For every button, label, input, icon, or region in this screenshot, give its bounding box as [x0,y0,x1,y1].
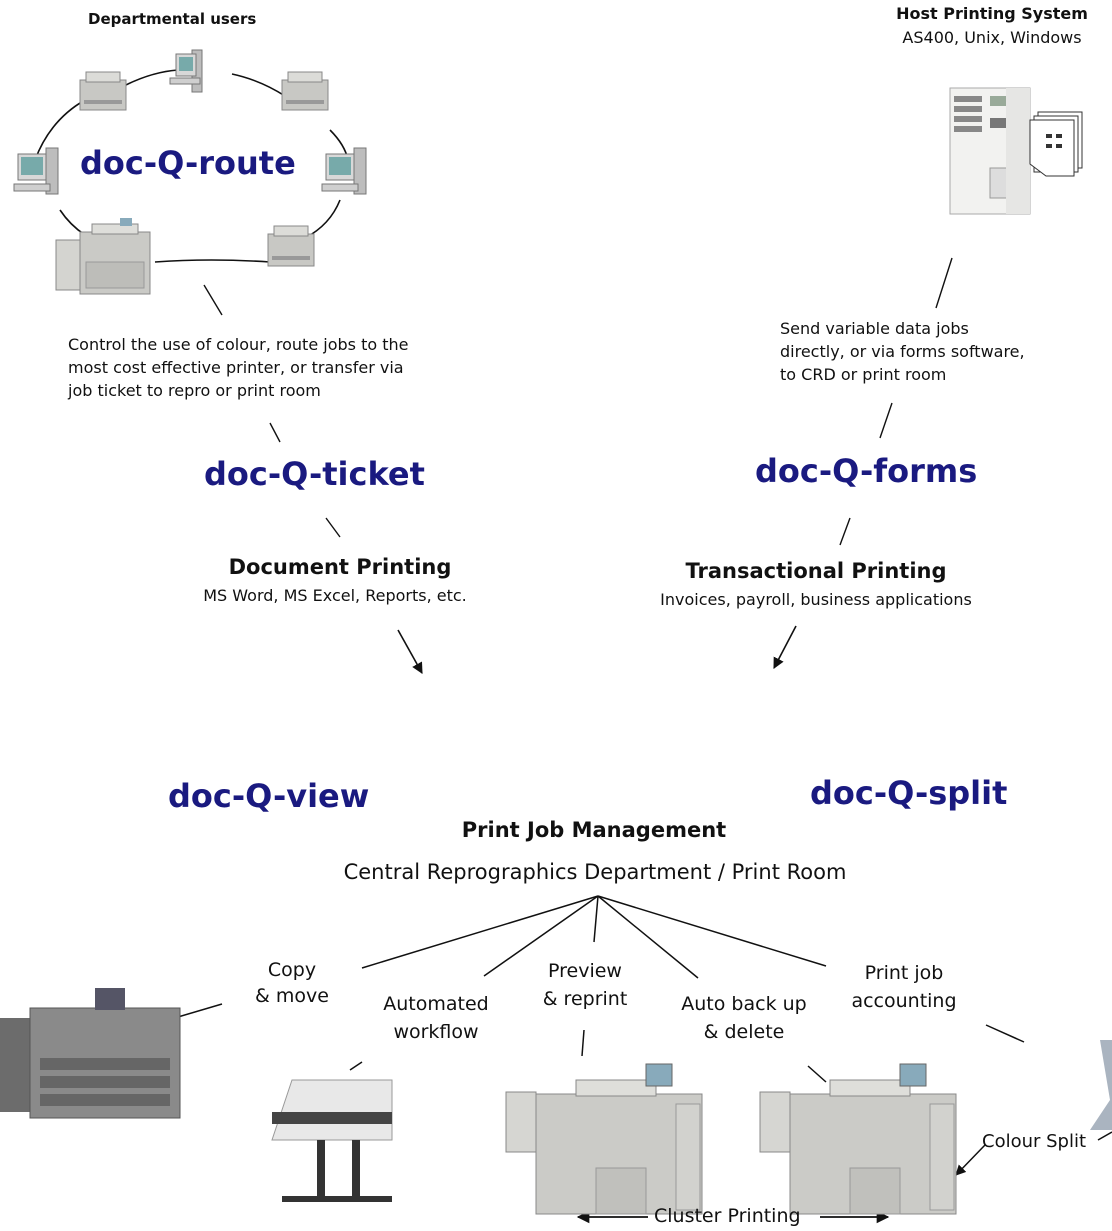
doc-q-ticket-label: doc-Q-ticket [204,455,425,493]
preview-reprint-label: Preview& reprint [542,960,628,1010]
host-connector [935,257,953,309]
computer-icon [13,147,59,195]
forms-description: Send variable data jobs directly, or via… [780,319,1025,384]
computer-icon [321,147,367,195]
colour-split-arrow [955,1144,986,1176]
copy-device-connector [177,1003,223,1018]
ticket-connector-bottom [325,517,341,538]
forms-connector-top [879,402,893,439]
print-room-subtitle: Central Reprographics Department / Print… [343,860,847,884]
document-arrow [397,629,423,674]
copier-icon [55,218,151,295]
print-job-management-title: Print Job Management [461,818,727,842]
document-printing-title: Document Printing [228,555,452,579]
plotter-icon [271,1079,393,1202]
copier-icon [759,1063,957,1215]
document-printing-subtitle: MS Word, MS Excel, Reports, etc. [203,586,467,605]
colour-printer-icon [1090,1040,1112,1130]
transactional-printing-title: Transactional Printing [685,559,947,583]
function-fan [361,895,827,979]
documents-icon [1029,111,1083,177]
forms-connector-bottom [839,517,851,546]
doc-q-route-label: doc-Q-route [80,144,296,182]
printer-icon [79,71,127,111]
transactional-arrow [773,625,797,669]
host-title: Host Printing System [896,4,1088,23]
route-description: Control the use of colour, route jobs to… [68,335,409,400]
group-title: Departmental users [88,10,257,28]
colour-split-label: Colour Split [982,1131,1087,1152]
transactional-printing-subtitle: Invoices, payroll, business applications [660,590,972,609]
server-icon [949,87,1031,215]
route-ring [34,69,349,263]
production-printer-icon [0,988,181,1119]
route-connector [203,284,223,316]
doc-q-forms-label: doc-Q-forms [755,452,978,490]
computer-icon [169,49,203,93]
host-subtitle: AS400, Unix, Windows [902,28,1082,47]
copier-icon [505,1063,703,1215]
doc-q-view-label: doc-Q-view [168,777,370,815]
ticket-connector-top [269,422,281,443]
printer-icon [267,225,315,267]
printer-icon [281,71,329,111]
auto-backup-label: Auto back up& delete [681,993,807,1043]
copy-move-label: Copy& move [255,959,329,1007]
doc-q-split-label: doc-Q-split [810,774,1008,812]
cluster-printing-label: Cluster Printing [654,1205,801,1227]
